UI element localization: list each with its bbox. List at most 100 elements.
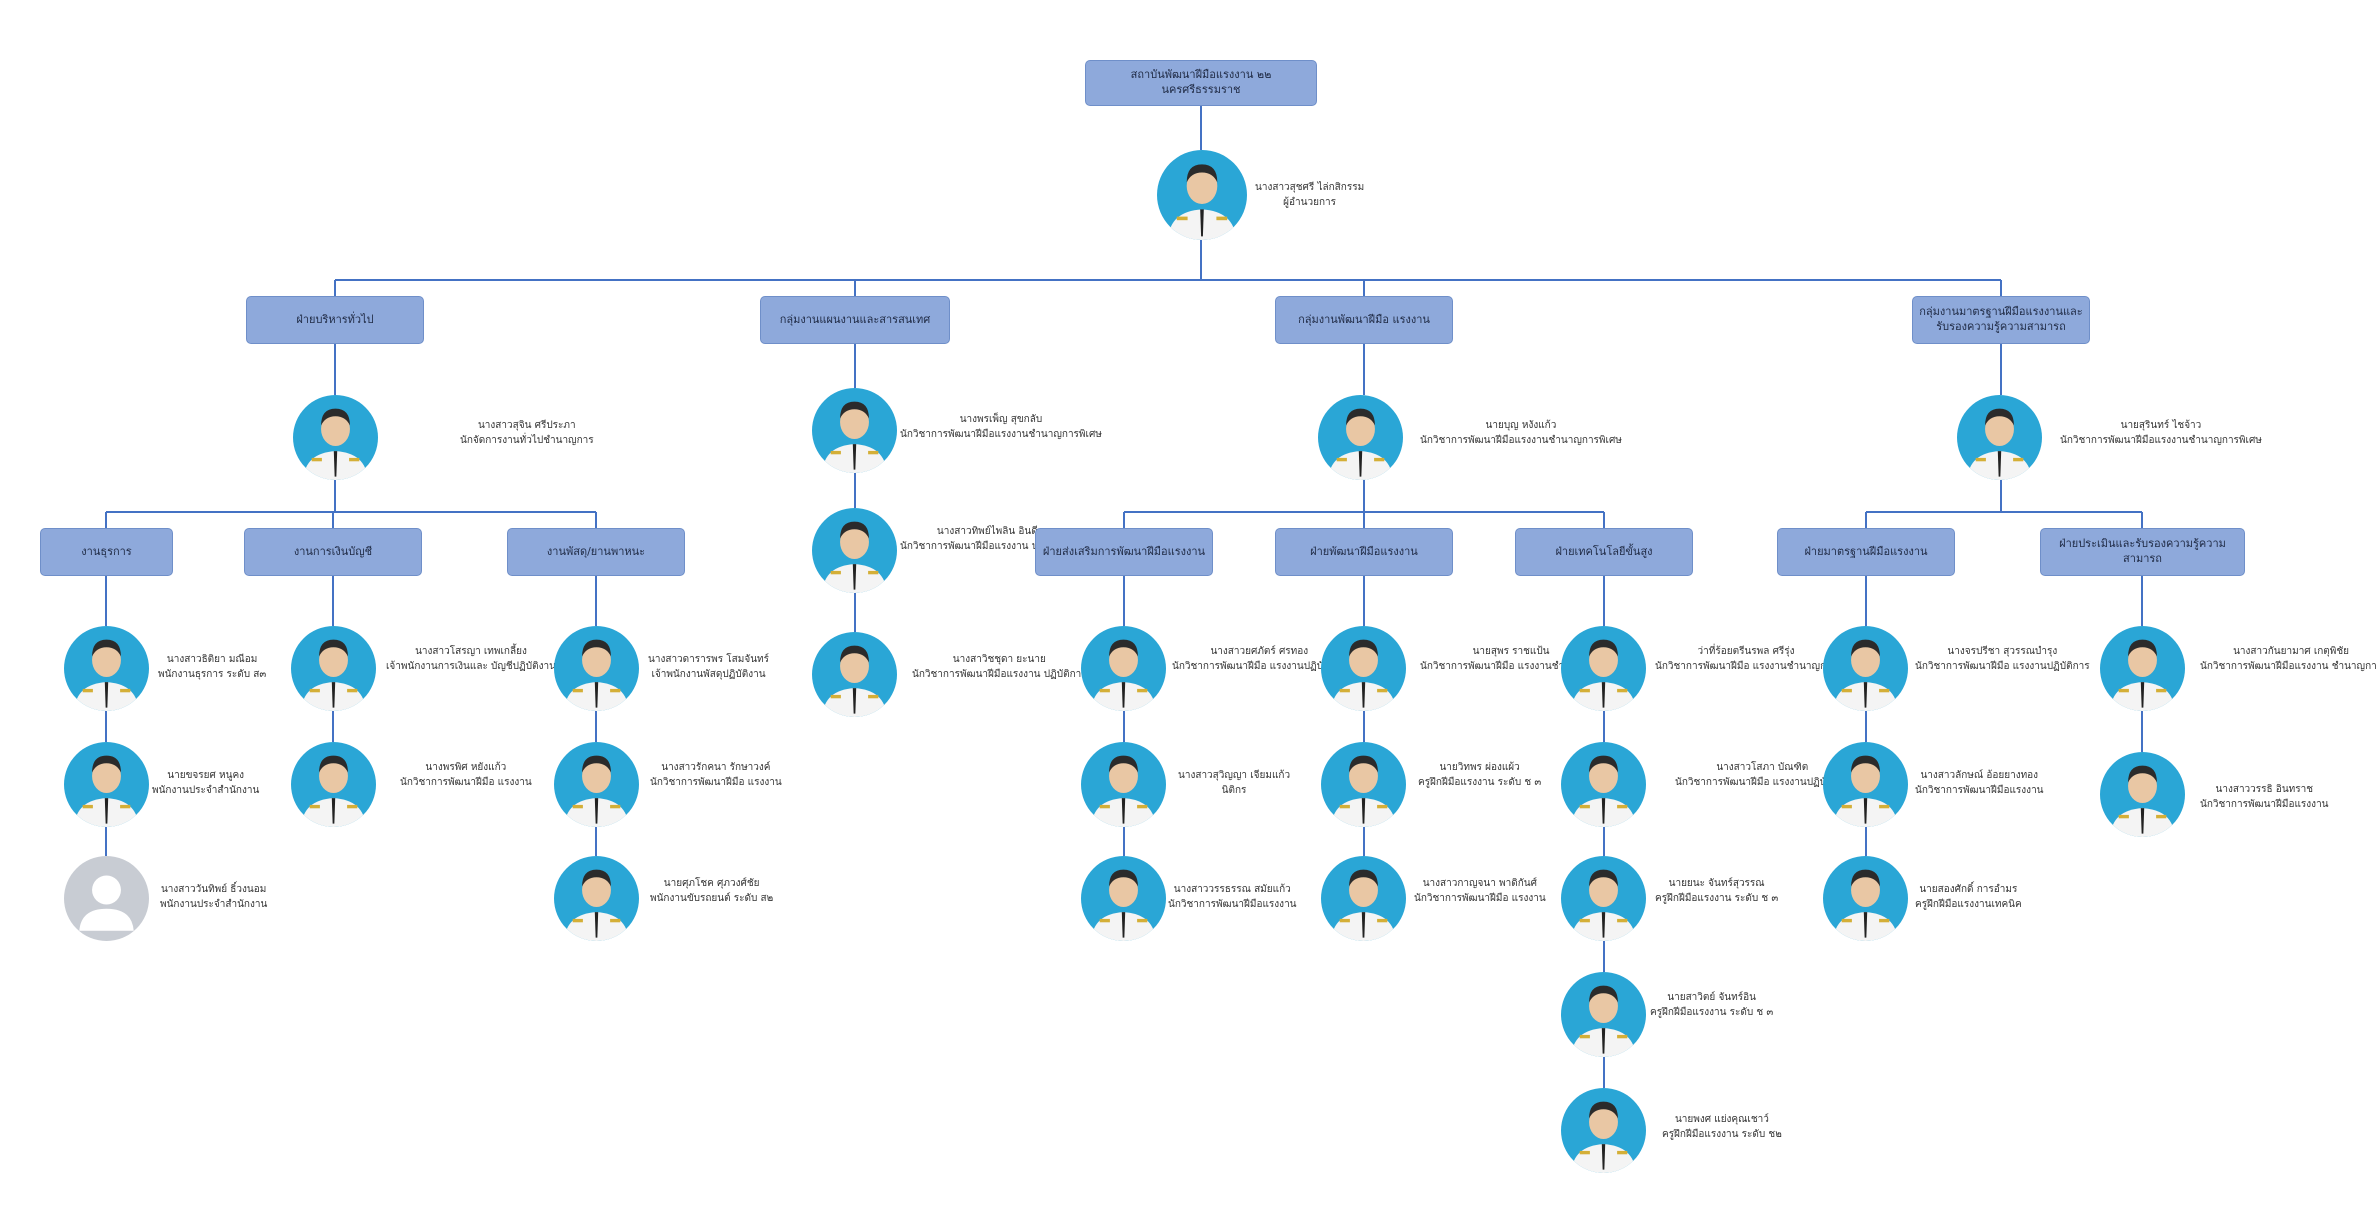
person-position: เจ้าพนักงานพัสดุปฏิบัติงาน [651,669,766,680]
person-photo [1561,972,1646,1057]
person-label: นายศุภโชค ศุภวงศ์ชัยพนักงานขับรถยนต์ ระด… [650,876,773,906]
person-label: นางสาววรรธรรณ สมัยแก้วนักวิชาการพัฒนาฝีม… [1168,882,1297,912]
person-position: นักจัดการงานทั่วไปชำนาญการ [460,435,594,446]
person-label: นางสาวกาญจนา พาดิกันศ์นักวิชาการพัฒนาฝีม… [1414,876,1546,906]
person-position: นักวิชาการพัฒนาฝีมือ แรงงานปฏิบัติการ [1172,661,1347,672]
person-position: ครูฝึกฝีมือแรงงาน ระดับ ช๒ [1662,1129,1782,1140]
person-label: นางสาวิชชุดา ยะนาย นักวิชาการพัฒนาฝีมือแ… [912,652,1087,682]
person-label: นางสาวทิพย์ไพลิน อินดี นักวิชาการพัฒนาฝี… [900,524,1075,554]
person-name: นางสาวโสรญา เทพเกลี้ยง [415,646,527,657]
person-photo [1561,1088,1646,1173]
person-name: นางสาวกาญจนา พาดิกันศ์ [1422,878,1537,889]
person-name: นางสาวกันยามาศ เกตุพิชัย [2233,646,2350,657]
person-label: นางพรพิศ หยังแก้วนักวิชาการพัฒนาฝีมือ แร… [400,760,532,790]
unit-box-development[interactable]: ฝ่ายพัฒนาฝีมือแรงงาน [1275,528,1453,576]
person-position: นักวิชาการพัฒนาฝีมือ แรงงาน [400,777,532,788]
person-label: นางสาวยศภัตร์ ศรทองนักวิชาการพัฒนาฝีมือ … [1172,644,1347,674]
person-name: นางสาวโสภา บัณฑิต [1716,762,1809,773]
person-position: ครูฝึกฝีมือแรงงาน ระดับ ช ๓ [1655,893,1779,904]
person-label: นายบุญ หงังแก้ว นักวิชาการพัฒนาฝีมือแรงง… [1420,418,1622,448]
person-photo [64,856,149,941]
person-photo [1321,742,1406,827]
person-name: นายบุญ หงังแก้ว [1485,420,1557,431]
person-position: นักวิชาการพัฒนาฝีมือแรงงาน ปฏิบัติการ [912,669,1087,680]
person-position: นักวิชาการพัฒนาฝีมือแรงงาน [1915,785,2044,796]
person-position: นักวิชาการพัฒนาฝีมือแรงงานชำนาญการพิเศษ [2060,435,2262,446]
person-photo [1561,856,1646,941]
group-box-standards[interactable]: กลุ่มงานมาตรฐานฝีมือแรงงานและ รับรองความ… [1912,296,2090,344]
person-label: นางพรเพ็ญ สุขกลับ นักวิชาการพัฒนาฝีมือแร… [900,412,1102,442]
person-name: นายสาวิตย์ จันทร์อิน [1667,992,1756,1003]
person-label: นางสาวสุวิญญา เจียมแก้วนิติกร [1178,768,1290,798]
person-label: นายขจรยศ หนูคงพนักงานประจำสำนักงาน [152,768,259,798]
person-photo [1081,856,1166,941]
person-position: พนักงานประจำสำนักงาน [152,785,260,796]
person-label: นายวิทพร ผ่องแผ้วครูฝึกฝีมือแรงงาน ระดับ… [1418,760,1541,790]
person-photo [554,742,639,827]
unit-box-supplies[interactable]: งานพัสดุ/ยานพาหนะ [507,528,685,576]
person-label: นางสาวดารารพร โสมจันทร์เจ้าพนักงานพัสดุป… [648,652,769,682]
person-label: นางสาวกันยามาศ เกตุพิชัยนักวิชาการพัฒนาฝ… [2200,644,2377,674]
person-label: นางสาวสุจิน ศรีประภา นักจัดการงานทั่วไปช… [460,418,594,448]
person-position: นักวิชาการพัฒนาฝีมือ แรงงาน [650,777,782,788]
group-box-skill-dev[interactable]: กลุ่มงานพัฒนาฝีมือ แรงงาน [1275,296,1453,344]
person-position: นักวิชาการพัฒนาฝีมือ แรงงานปฏิบัติการ [1915,661,2090,672]
person-name: นางสาวสุจิน ศรีประภา [477,420,576,431]
person-label: นายสุรินทร์ ไชจ้าว นักวิชาการพัฒนาฝีมือแ… [2060,418,2262,448]
person-photo [1081,742,1166,827]
person-photo [1957,395,2042,480]
person-position: นักวิชาการพัฒนาฝีมือแรงงาน [1168,899,1297,910]
person-position: พนักงานธุรการ ระดับ ส๓ [158,669,267,680]
person-position: นักวิชาการพัฒนาฝีมือแรงงาน ปฏิบัติการ [900,541,1075,552]
person-photo [291,626,376,711]
unit-box-clerical[interactable]: งานธุรการ [40,528,173,576]
person-label: ว่าที่ร้อยตรีนรพล ศรีรุ่งนักวิชาการพัฒนา… [1655,644,1837,674]
person-photo [64,626,149,711]
unit-box-advanced-tech[interactable]: ฝ่ายเทคโนโลยีขั้นสูง [1515,528,1693,576]
unit-title: ฝ่ายพัฒนาฝีมือแรงงาน [1310,544,1418,558]
unit-box-assessment[interactable]: ฝ่ายประเมินและรับรองความรู้ความสามารถ [2040,528,2245,576]
person-position: พนักงานขับรถยนต์ ระดับ ส๒ [650,893,774,904]
person-position: ครูฝึกฝีมือแรงงาน ระดับ ช ๓ [1418,777,1542,788]
person-name: นางสาววันทิพย์ ธิ์วงนอม [160,884,267,895]
person-label: นายยนะ จันทร์สุวรรณครูฝึกฝีมือแรงงาน ระด… [1655,876,1778,906]
person-photo [1823,856,1908,941]
person-position: ครูฝึกฝีมือแรงงานเทคนิค [1915,899,2022,910]
person-position: นักวิชาการพัฒนาฝีมือ แรงงานชำนาญการ [1655,661,1838,672]
group-title: กลุ่มงานมาตรฐานฝีมือแรงงานและ รับรองความ… [1919,305,2083,333]
person-position: เจ้าพนักงานการเงินและ บัญชีปฏิบัติงาน [386,661,556,672]
person-name: นายสองศักดิ์ การอำมร [1919,884,2018,895]
person-name: ว่าที่ร้อยตรีนรพล ศรีรุ่ง [1697,646,1795,657]
unit-title: งานธุรการ [81,544,132,558]
unit-title: ฝ่ายส่งเสริมการพัฒนาฝีมือแรงงาน [1042,544,1206,558]
org-root-box[interactable]: สถาบันพัฒนาฝีมือแรงงาน ๒๒ นครศรีธรรมราช [1085,60,1317,106]
person-name: นางสาวยศภัตร์ ศรทอง [1210,646,1309,657]
person-label: นางสาวลักษณ์ อ้อยยางทองนักวิชาการพัฒนาฝี… [1915,768,2044,798]
group-box-plan-it[interactable]: กลุ่มงานแผนงานและสารสนเทศ [760,296,950,344]
person-name: นางพรเพ็ญ สุขกลับ [959,414,1043,425]
unit-box-finance[interactable]: งานการเงินบัญชี [244,528,422,576]
person-name: นายสุพร ราชแป้น [1472,646,1550,657]
person-label: นางจรปรีชา สุวรรณบำรุงนักวิชาการพัฒนาฝีม… [1915,644,2090,674]
director-position: ผู้อำนวยการ [1283,197,1336,208]
person-label: นางสาวรักคนา รักษาวงค์นักวิชาการพัฒนาฝีม… [650,760,782,790]
person-label: นางสาววรรธิ อินทราชนักวิชาการพัฒนาฝีมือแ… [2200,782,2329,812]
unit-box-skill-standards[interactable]: ฝ่ายมาตรฐานฝีมือแรงงาน [1777,528,1955,576]
unit-title: งานการเงินบัญชี [293,544,373,558]
unit-box-promotion[interactable]: ฝ่ายส่งเสริมการพัฒนาฝีมือแรงงาน [1035,528,1213,576]
person-photo [1081,626,1166,711]
unit-title: งานพัสดุ/ยานพาหนะ [546,544,646,558]
person-label: นางสาวโสภา บัณฑิตนักวิชาการพัฒนาฝีมือ แร… [1675,760,1850,790]
person-position: พนักงานประจำสำนักงาน [160,899,268,910]
person-name: นางสาววรรธิ อินทราช [2215,784,2314,795]
group-box-general-admin[interactable]: ฝ่ายบริหารทั่วไป [246,296,424,344]
person-photo [293,395,378,480]
person-name: นางสาวิชชุดา ยะนาย [952,654,1046,665]
person-name: นางพรพิศ หยังแก้ว [425,762,507,773]
person-photo [812,632,897,717]
person-position: นักวิชาการพัฒนาฝีมือ แรงงานชำนาญการ [1420,661,1603,672]
group-title: กลุ่มงานพัฒนาฝีมือ แรงงาน [1298,312,1430,326]
person-position: นักวิชาการพัฒนาฝีมือแรงงาน [2200,799,2329,810]
person-photo [1321,626,1406,711]
